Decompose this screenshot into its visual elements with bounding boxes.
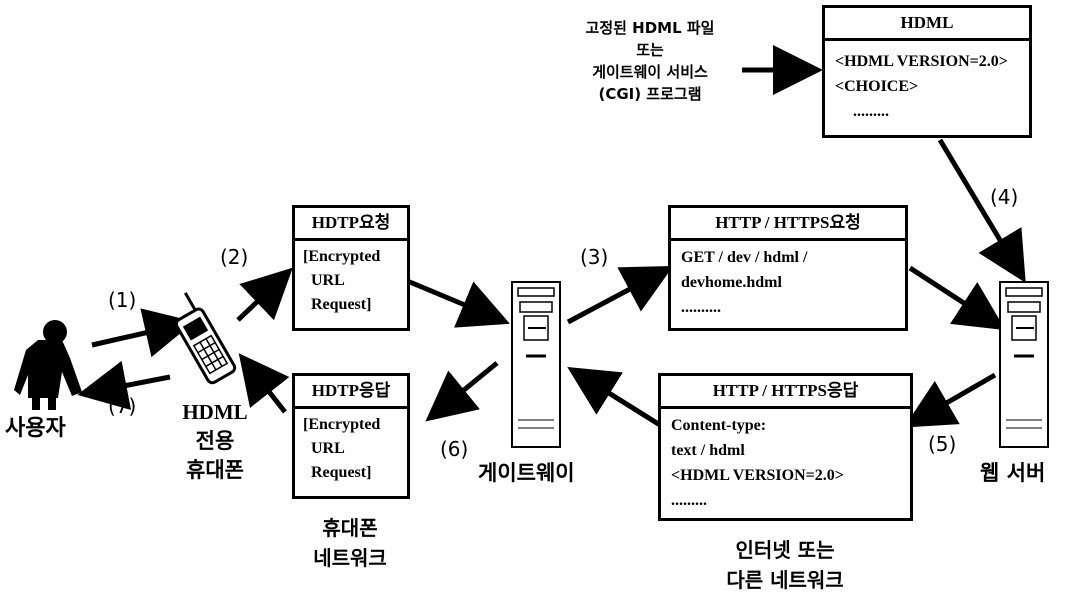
hdml-box: HDML <HDML VERSION=2.0> <CHOICE> .......… — [822, 5, 1032, 138]
http-request-line: .......... — [681, 295, 895, 320]
step-label-3: (3) — [580, 245, 608, 269]
arrow-7-phone-to-user — [92, 377, 170, 392]
hdml-source-note: 고정된 HDML 파일 또는 게이트웨이 서비스 (CGI) 프로그램 — [560, 17, 740, 105]
hdtp-request-box: HDTP요청 [Encrypted URL Request] — [292, 205, 410, 331]
internet-network-label: 인터넷 또는 다른 네트워크 — [690, 535, 880, 595]
hdtp-response-line: Request] — [303, 461, 397, 485]
hdtp-response-line: URL — [303, 437, 397, 461]
arrow-3-gateway-to-http — [568, 273, 660, 322]
phone-label-line: 휴대폰 — [160, 456, 270, 485]
web-server-icon — [1000, 282, 1048, 447]
mobile-network-line: 휴대폰 — [290, 513, 410, 543]
http-response-line: text / hdml — [671, 438, 900, 463]
gateway-label: 게이트웨이 — [478, 457, 575, 487]
phone-label-line: HDML — [160, 398, 270, 427]
gateway-server-icon — [512, 282, 560, 447]
step-label-4: (4) — [990, 185, 1018, 209]
http-request-box: HTTP / HTTPS요청 GET / dev / hdml / devhom… — [668, 205, 908, 331]
user-figure-icon — [14, 320, 82, 410]
hdtp-request-title: HDTP요청 — [295, 208, 407, 241]
arrow-hdtp-to-gateway — [405, 280, 496, 318]
http-response-box: HTTP / HTTPS응답 Content-type: text / hdml… — [658, 373, 913, 521]
arrow-2-phone-to-hdtp — [238, 278, 282, 320]
internet-network-line: 다른 네트워크 — [690, 565, 880, 595]
http-request-title: HTTP / HTTPS요청 — [671, 208, 905, 241]
mobile-network-line: 네트워크 — [290, 543, 410, 573]
source-note-line: 고정된 HDML 파일 — [560, 17, 740, 39]
http-response-line: <HDML VERSION=2.0> — [671, 463, 900, 488]
user-label: 사용자 — [5, 410, 66, 442]
http-response-line: ......... — [671, 488, 900, 513]
hdtp-request-line: URL — [303, 269, 397, 293]
hdtp-request-line: Request] — [303, 293, 397, 317]
http-response-title: HTTP / HTTPS응답 — [661, 376, 910, 409]
hdtp-response-box: HDTP응답 [Encrypted URL Request] — [292, 373, 410, 499]
hdtp-response-line: [Encrypted — [303, 413, 397, 437]
source-note-line: 또는 — [560, 39, 740, 61]
internet-network-line: 인터넷 또는 — [690, 535, 880, 565]
phone-label: HDML 전용 휴대폰 — [160, 398, 270, 485]
step-label-6: (6) — [440, 437, 468, 461]
phone-label-line: 전용 — [160, 427, 270, 456]
hdml-box-title: HDML — [825, 8, 1029, 41]
step-label-2: (2) — [220, 245, 248, 269]
step-label-5: (5) — [928, 432, 956, 456]
source-note-line: 게이트웨이 서비스 — [560, 61, 740, 83]
hdtp-response-title: HDTP응답 — [295, 376, 407, 409]
hdml-box-line: <CHOICE> — [835, 74, 1019, 99]
arrow-1-user-to-phone — [92, 325, 180, 345]
http-response-line: Content-type: — [671, 413, 900, 438]
arrow-6-gateway-to-hdtp-response — [437, 363, 497, 412]
mobile-network-label: 휴대폰 네트워크 — [290, 513, 410, 573]
arrow-http-to-webserver — [910, 268, 993, 322]
hdml-box-line: ......... — [835, 99, 1019, 124]
step-label-1: (1) — [108, 288, 136, 312]
arrow-http-response-to-gateway — [580, 375, 660, 425]
hdml-box-line: <HDML VERSION=2.0> — [835, 49, 1019, 74]
source-note-line: (CGI) 프로그램 — [560, 83, 740, 105]
arrow-5-webserver-to-http-response — [917, 375, 995, 420]
step-label-7: (7) — [108, 394, 136, 418]
http-request-line: GET / dev / hdml / — [681, 245, 895, 270]
mobile-phone-icon — [165, 290, 237, 385]
hdtp-request-line: [Encrypted — [303, 245, 397, 269]
web-server-label: 웹 서버 — [980, 457, 1045, 487]
http-request-line: devhome.hdml — [681, 270, 895, 295]
